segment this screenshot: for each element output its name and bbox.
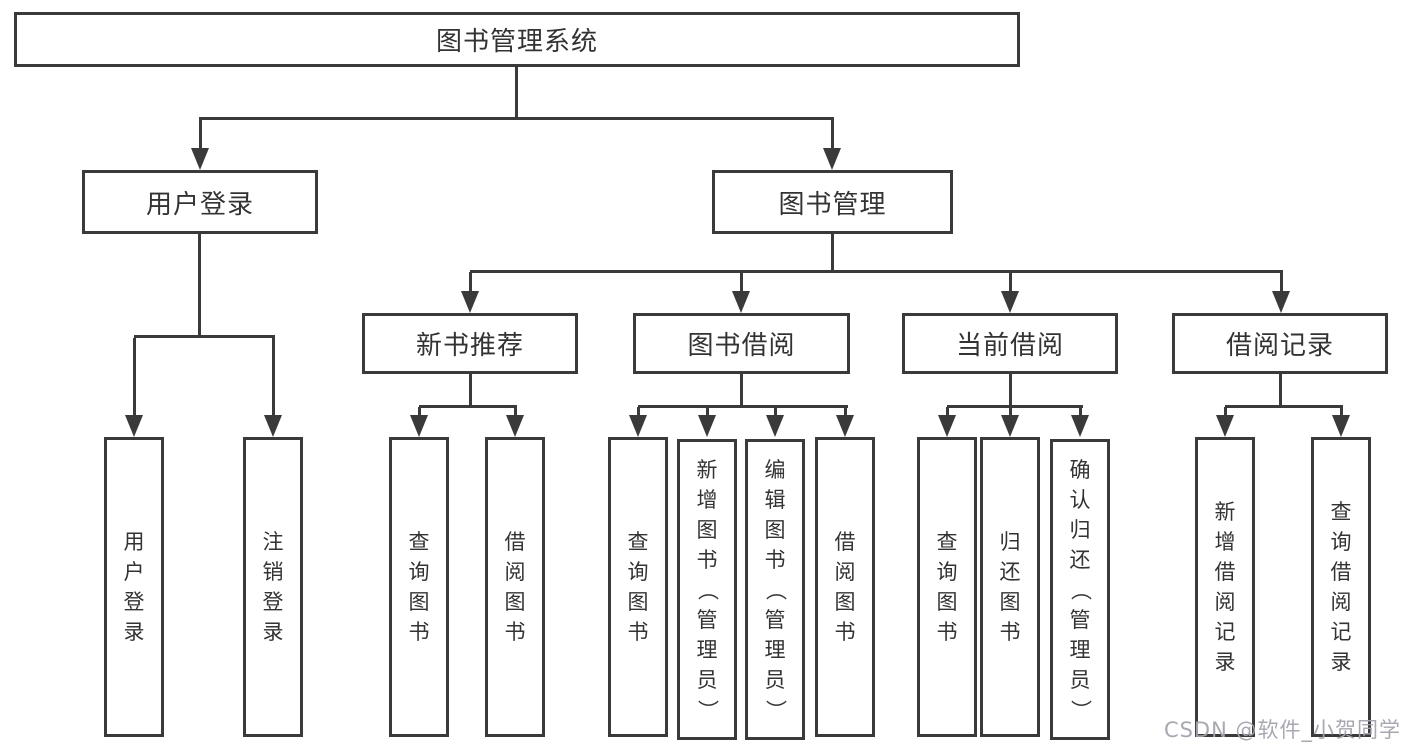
arrow-to-leaf-add-record — [1216, 407, 1234, 437]
node-book-borrow-label: 图书借阅 — [687, 331, 796, 361]
leaf-logout: 注销登录 — [243, 437, 303, 737]
leaf-user-login-label: 用户登录 — [123, 530, 145, 644]
arrowhead-icon — [823, 148, 841, 170]
connector-borrow-records-rail — [1225, 405, 1343, 408]
arrowhead-icon — [1216, 415, 1234, 437]
arrow-to-leaf-borrow-book-1 — [506, 407, 524, 437]
node-current-borrow: 当前借阅 — [902, 313, 1118, 374]
arrowhead-icon — [1332, 415, 1350, 437]
node-root-label: 图书管理系统 — [435, 27, 598, 57]
leaf-edit-book-admin: 编辑图书（管理员） — [745, 439, 805, 740]
connector-book-borrow-rail — [638, 405, 848, 408]
arrowhead-icon — [732, 291, 750, 313]
leaf-add-borrow-record: 新增借阅记录 — [1195, 437, 1255, 737]
node-borrow-records: 借阅记录 — [1172, 313, 1388, 374]
arrow-to-book-management — [823, 119, 841, 170]
node-book-management: 图书管理 — [712, 170, 953, 234]
csdn-watermark: CSDN @软件_小贺同学 — [1163, 718, 1401, 742]
leaf-user-login: 用户登录 — [104, 437, 164, 737]
leaf-add-book-admin: 新增图书（管理员） — [677, 439, 737, 740]
leaf-confirm-return-admin: 确认归还（管理员） — [1050, 439, 1110, 740]
node-borrow-records-label: 借阅记录 — [1225, 331, 1334, 361]
arrow-to-leaf-edit-book — [766, 407, 784, 437]
arrowhead-icon — [1001, 415, 1019, 437]
arrow-to-leaf-borrow-book-2 — [836, 407, 854, 437]
node-new-book-recommend: 新书推荐 — [362, 313, 578, 374]
leaf-edit-book-admin-label: 编辑图书（管理员） — [763, 457, 787, 721]
leaf-logout-label: 注销登录 — [262, 530, 284, 644]
connector-new-book-stem — [469, 374, 472, 407]
node-current-borrow-label: 当前借阅 — [955, 331, 1064, 361]
leaf-confirm-return-admin-label: 确认归还（管理员） — [1068, 457, 1092, 721]
leaf-query-book-current: 查询图书 — [917, 437, 977, 737]
arrow-to-leaf-query-book-3 — [938, 407, 956, 437]
leaf-query-book-current-label: 查询图书 — [936, 530, 958, 644]
leaf-query-book-borrow-label: 查询图书 — [627, 530, 649, 644]
leaf-add-borrow-record-label: 新增借阅记录 — [1214, 500, 1236, 674]
arrow-to-leaf-return-book — [1001, 407, 1019, 437]
arrowhead-icon — [410, 415, 428, 437]
connector-root-stem — [515, 67, 518, 120]
connector-root-rail — [199, 117, 834, 120]
leaf-query-book-newrec: 查询图书 — [389, 437, 449, 737]
connector-book-management-stem — [831, 234, 834, 272]
arrow-to-leaf-query-book-2 — [629, 407, 647, 437]
leaf-return-book: 归还图书 — [980, 437, 1040, 737]
leaf-borrow-book-borrow: 借阅图书 — [815, 437, 875, 737]
arrowhead-icon — [1272, 291, 1290, 313]
leaf-query-borrow-record: 查询借阅记录 — [1311, 437, 1371, 737]
arrowhead-icon — [836, 415, 854, 437]
node-user-login: 用户登录 — [82, 170, 318, 234]
arrow-to-borrow-records — [1272, 272, 1290, 313]
arrow-to-new-book-recommend — [461, 272, 479, 313]
node-book-management-label: 图书管理 — [778, 189, 887, 220]
connector-book-borrow-stem — [740, 374, 743, 407]
connector-book-management-rail — [470, 270, 1283, 273]
node-root: 图书管理系统 — [14, 12, 1020, 67]
arrow-to-leaf-user-login — [125, 338, 143, 437]
leaf-borrow-book-newrec-label: 借阅图书 — [504, 530, 526, 644]
node-new-book-recommend-label: 新书推荐 — [415, 331, 524, 361]
arrow-to-leaf-query-record — [1332, 407, 1350, 437]
connector-user-login-rail — [134, 335, 275, 338]
leaf-borrow-book-borrow-label: 借阅图书 — [834, 530, 856, 644]
leaf-add-book-admin-label: 新增图书（管理员） — [695, 457, 719, 721]
node-book-borrow: 图书借阅 — [633, 313, 850, 374]
leaf-return-book-label: 归还图书 — [999, 530, 1021, 644]
arrowhead-icon — [125, 415, 143, 437]
arrow-to-leaf-logout — [264, 338, 282, 437]
leaf-query-borrow-record-label: 查询借阅记录 — [1330, 500, 1352, 674]
arrowhead-icon — [506, 415, 524, 437]
arrowhead-icon — [766, 415, 784, 437]
arrowhead-icon — [1001, 291, 1019, 313]
arrowhead-icon — [938, 415, 956, 437]
leaf-query-book-borrow: 查询图书 — [608, 437, 668, 737]
arrowhead-icon — [698, 415, 716, 437]
arrow-to-current-borrow — [1001, 272, 1019, 313]
connector-borrow-records-stem — [1279, 374, 1282, 407]
arrowhead-icon — [629, 415, 647, 437]
arrow-to-leaf-confirm-return — [1071, 407, 1089, 437]
arrowhead-icon — [264, 415, 282, 437]
arrowhead-icon — [1071, 415, 1089, 437]
connector-current-borrow-rail — [947, 405, 1083, 408]
connector-user-login-stem — [198, 234, 201, 338]
connector-current-borrow-stem — [1009, 374, 1012, 407]
arrowhead-icon — [191, 148, 209, 170]
node-user-login-label: 用户登录 — [145, 189, 254, 220]
arrow-to-leaf-query-book-1 — [410, 407, 428, 437]
arrow-to-user-login — [191, 119, 209, 170]
connector-new-book-rail — [419, 405, 517, 408]
leaf-query-book-newrec-label: 查询图书 — [408, 530, 430, 644]
arrow-to-leaf-add-book — [698, 407, 716, 437]
arrowhead-icon — [461, 291, 479, 313]
arrow-to-book-borrow — [732, 272, 750, 313]
leaf-borrow-book-newrec: 借阅图书 — [485, 437, 545, 737]
